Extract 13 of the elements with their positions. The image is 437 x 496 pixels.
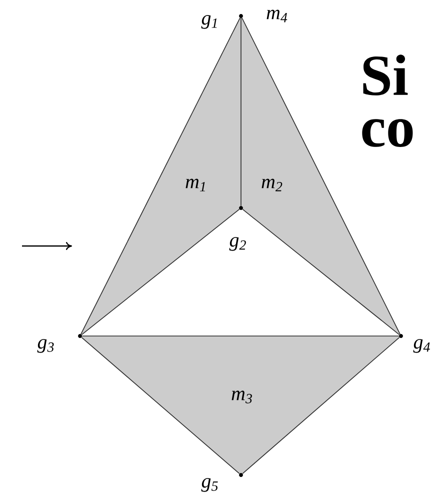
edge-line: [81, 337, 240, 474]
vertex-label: g$_{1}$: [201, 15, 217, 29]
vertex-label: g$_{3}$: [37, 339, 54, 353]
edge-line: [81, 208, 240, 336]
edge-line: [242, 337, 400, 474]
vertex-label: g$_{2}$: [229, 237, 246, 251]
heading-text: Si: [363, 54, 408, 96]
edge-line: [242, 208, 400, 336]
edge-line: [240, 18, 242, 206]
vertex-label: g$_{4}$: [413, 339, 430, 353]
region-label: m$_{2}$: [262, 178, 282, 192]
vertex-label: g$_{5}$: [201, 478, 218, 492]
heading-text: co: [362, 119, 413, 147]
